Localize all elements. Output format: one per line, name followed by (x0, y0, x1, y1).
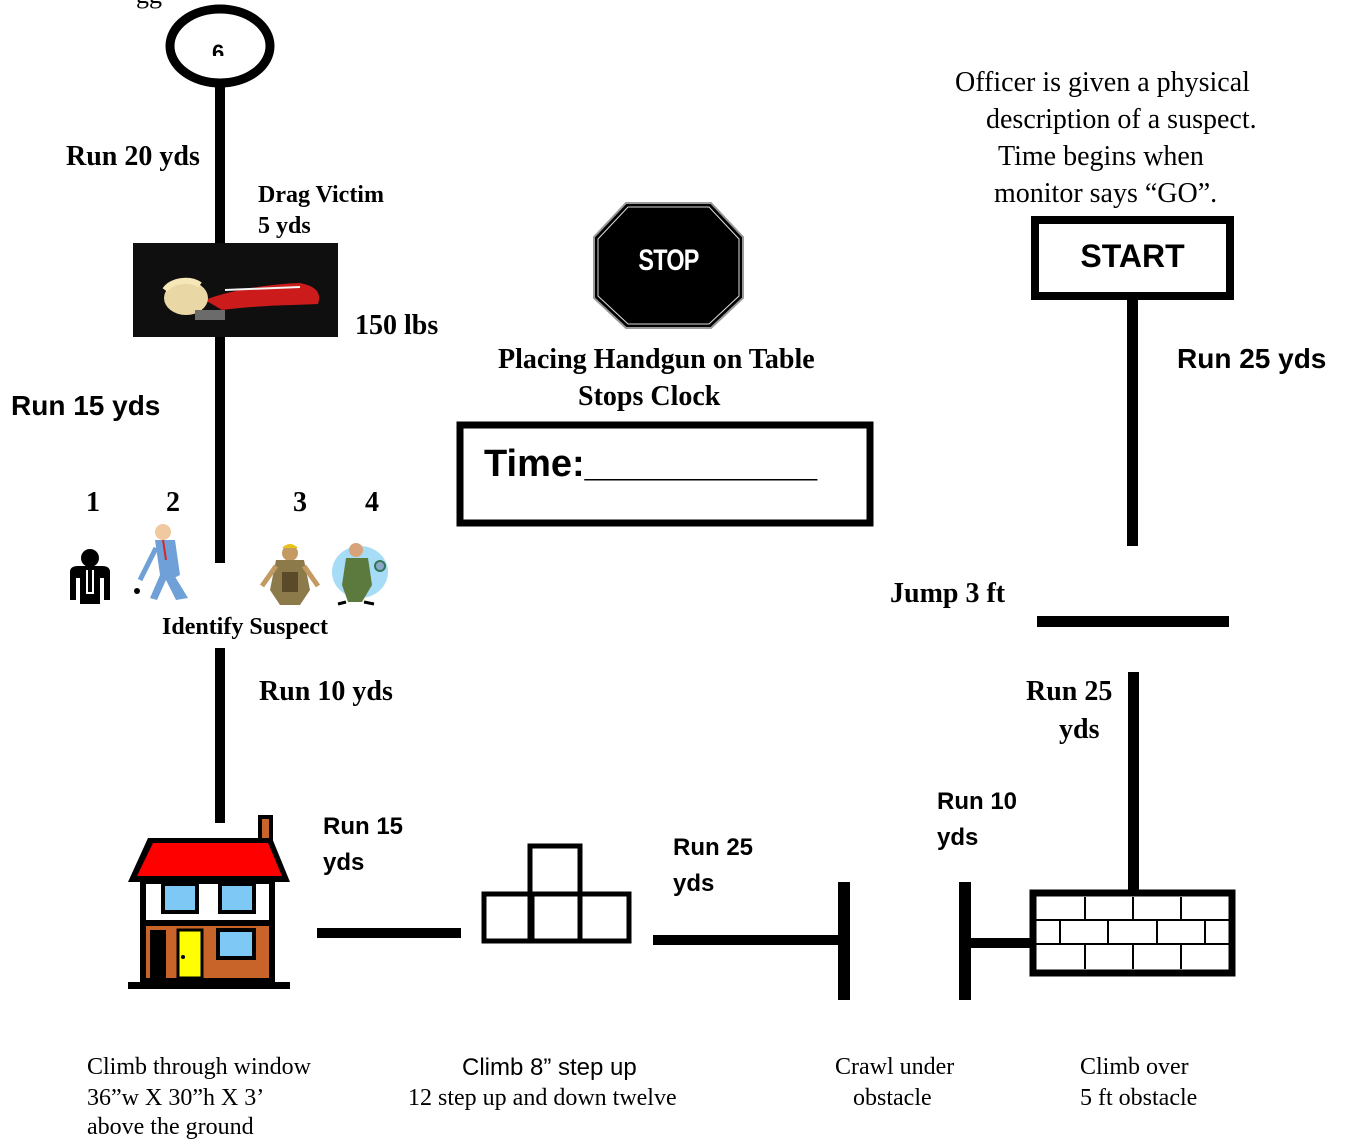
suspect-4-icon (332, 543, 388, 606)
lineup-number-3: 3 (293, 487, 307, 518)
path-line-crawl-wall (965, 938, 1033, 948)
label-weight: 150 lbs (355, 310, 439, 341)
caption-climb-line-1: Climb over (1080, 1054, 1189, 1080)
suspect-3-icon (259, 544, 321, 605)
lineup-number-4: 4 (365, 487, 379, 518)
station-circle (165, 4, 275, 88)
label-run-25-bottom-2: yds (673, 870, 715, 897)
caption-window-line-2: 36”w X 30”h X 3’ (87, 1085, 265, 1111)
start-sign-label: START (1080, 238, 1185, 274)
caption-crawl-line-1: Crawl under (835, 1054, 955, 1080)
label-run-10-left: Run 10 yds (259, 676, 393, 707)
label-run-25-mid-2: yds (1059, 714, 1100, 745)
label-run-10-right-2: yds (937, 824, 979, 851)
caption-window-line-3: above the ground (87, 1114, 254, 1140)
station-circle-label: 6 (212, 40, 225, 56)
path-line-house-steps (317, 928, 461, 938)
label-jump: Jump 3 ft (890, 578, 1006, 609)
stop-sign-label: STOP (638, 244, 699, 277)
path-line-mid (215, 335, 225, 563)
caption-step-line-1: Climb 8” step up (462, 1054, 637, 1081)
label-run-25-bottom-1: Run 25 (673, 834, 754, 861)
drag-victim-image (133, 243, 338, 337)
path-line-start (1127, 295, 1138, 546)
label-drag-yds: 5 yds (258, 213, 311, 239)
jump-bar (1037, 616, 1229, 627)
label-run-25-start: Run 25 yds (1177, 343, 1327, 374)
suspect-1-icon (70, 549, 110, 604)
start-note-line-2: description of a suspect. (986, 104, 1257, 135)
label-run-20: Run 20 yds (66, 141, 200, 172)
start-sign-box (1031, 216, 1234, 300)
caption-step-line-2: 12 step up and down twelve (408, 1085, 677, 1111)
crawl-obstacle-post-left (838, 882, 850, 1000)
suspect-2-icon (134, 524, 188, 600)
lineup-number-2: 2 (166, 487, 180, 518)
caption-climb-line-2: 5 ft obstacle (1080, 1085, 1198, 1111)
label-drag-victim: Drag Victim (258, 182, 384, 208)
stop-sign-icon (593, 202, 744, 329)
brick-wall-icon (1029, 889, 1236, 977)
path-line-lower (215, 648, 225, 823)
step-up-icon (481, 843, 632, 944)
caption-window-line-1: Climb through window (87, 1054, 312, 1080)
label-identify-suspect: Identify Suspect (162, 614, 329, 640)
caption-crawl-line-2: obstacle (853, 1085, 932, 1111)
path-line-wall-jump (1128, 672, 1139, 892)
start-note-line-1: Officer is given a physical (955, 67, 1250, 98)
stop-text-line-2: Stops Clock (578, 381, 721, 412)
lineup-number-1: 1 (86, 487, 100, 518)
stop-text-line-1: Placing Handgun on Table (498, 344, 815, 375)
path-line-steps-crawl (653, 935, 846, 945)
label-run-15-bottom-2: yds (323, 849, 365, 876)
label-run-25-mid-1: Run 25 (1026, 676, 1113, 707)
label-run-15-bottom-1: Run 15 (323, 813, 404, 840)
label-run-10-right-1: Run 10 (937, 788, 1018, 815)
label-run-15-left: Run 15 yds (11, 390, 161, 421)
house-icon (128, 815, 290, 989)
time-label: Time:___________ (484, 443, 818, 485)
top-clipped-text: gg (136, 0, 162, 10)
path-line-top (215, 85, 225, 270)
start-note-line-4: monitor says “GO”. (994, 178, 1218, 209)
start-note-line-3: Time begins when (998, 141, 1204, 172)
time-box (456, 421, 874, 527)
